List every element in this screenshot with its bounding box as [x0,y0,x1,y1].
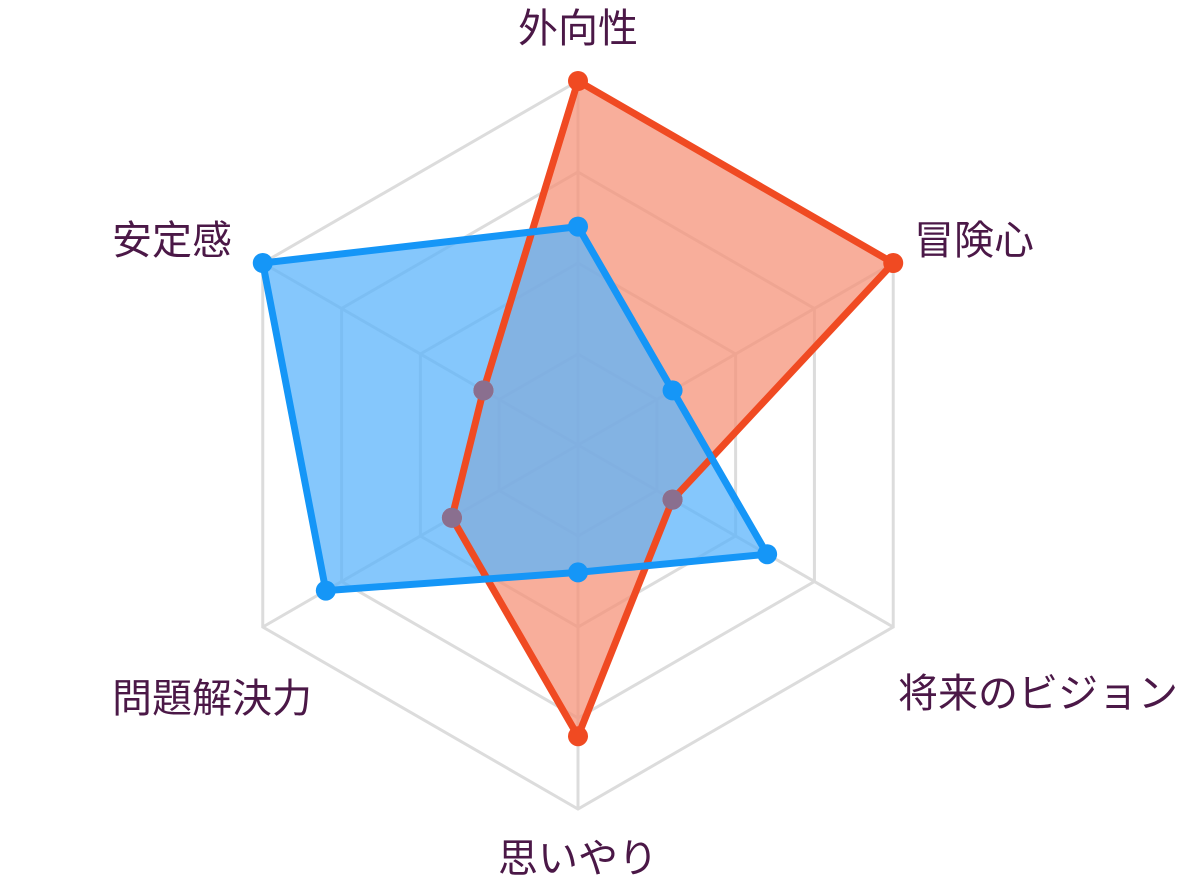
axis-label-2: 将来のビジョン [898,671,1178,717]
series-blue-point-4 [315,580,336,601]
series-blue-point-1 [662,380,683,401]
series-blue-point-5 [252,253,273,273]
series-red-point-1 [883,253,904,273]
series-blue-point-0 [568,216,588,237]
series-red-point-overlap-4 [441,507,462,528]
radar-series [252,71,904,747]
series-blue-point-2 [757,544,778,565]
series-blue-area [262,226,768,591]
axis-label-3: 思いやり [498,836,658,882]
axis-label-4: 問題解決力 [112,676,312,722]
series-blue-point-3 [568,562,588,583]
series-red-point-3 [568,726,588,747]
axis-label-0: 外向性 [518,6,638,52]
axis-label-1: 冒険心 [914,218,1034,264]
axis-labels: 外向性 冒険心 将来のビジョン 思いやり 問題解決力 安定感 [112,6,1178,882]
axis-label-5: 安定感 [112,218,232,264]
series-red-point-overlap-2 [662,489,683,510]
series-red-point-overlap-5 [473,380,494,401]
series-red-point-0 [568,71,588,91]
